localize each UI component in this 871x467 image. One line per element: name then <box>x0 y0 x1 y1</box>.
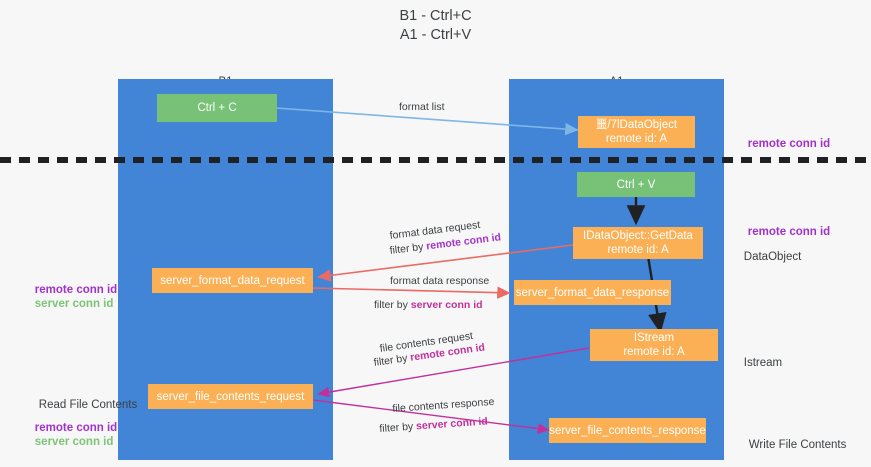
annotation-istream: Istream <box>731 342 782 384</box>
annotation-text: DataObject <box>743 251 802 263</box>
node-ctrl-c[interactable]: Ctrl + C <box>157 94 277 122</box>
annotation-text: remote conn id <box>34 422 118 434</box>
annotation-text: remote conn id <box>747 138 831 150</box>
node-ctrl-v-label: Ctrl + V <box>616 178 656 191</box>
node-server-file-contents-response[interactable]: server_file_contents_response <box>549 418 706 443</box>
annotation-text: Read File Contents <box>38 399 138 411</box>
annotation-text: remote conn id <box>34 284 118 296</box>
title-line-1: B1 - Ctrl+C <box>399 8 472 24</box>
diagram-subtitle: A1 - Ctrl+V <box>0 26 871 45</box>
edge-label-format-list-text: format list <box>399 101 445 113</box>
node-server-format-data-response[interactable]: server_format_data_response <box>514 280 671 305</box>
node-ctrl-c-label: Ctrl + C <box>197 102 237 114</box>
node-istream-line2: remote id: A <box>623 346 685 358</box>
annotation-text: Write File Contents <box>748 439 847 451</box>
annotation-remote-conn-id-mid: remote conn id <box>735 211 830 253</box>
annotation-left-server-conn-id-2: server conn id <box>22 421 114 463</box>
annotation-left-remote-conn-id: remote conn id <box>22 269 117 311</box>
node-istream-line1: IStream <box>633 332 675 344</box>
title-line-2: A1 - Ctrl+V <box>399 27 472 43</box>
filter-prefix: filter by <box>379 420 417 435</box>
edge-label-format-data-response: format data response <box>390 275 489 288</box>
annotation-left-server-conn-id: server conn id <box>22 283 114 325</box>
node-server-format-data-response-label: server_format_data_response <box>515 286 670 299</box>
node-server-file-contents-request[interactable]: server_file_contents_request <box>148 384 313 409</box>
phase-divider <box>0 157 871 163</box>
annotation-text: remote conn id <box>747 226 831 238</box>
node-server-format-data-request-label: server_format_data_request <box>160 274 305 287</box>
node-server-file-contents-response-label: server_file_contents_response <box>549 424 706 437</box>
edge-file-contents-request <box>317 347 590 398</box>
diagram-title: B1 - Ctrl+C <box>0 7 871 26</box>
node-idataobject-create-line2: remote id: A <box>605 133 668 145</box>
node-getdata-line2: remote id: A <box>607 244 669 256</box>
node-idataobject-create[interactable]: 噩/7lDataObject remote id: A <box>578 116 695 148</box>
node-istream[interactable]: IStream remote id: A <box>590 329 718 361</box>
annotation-dataobject: DataObject <box>731 236 802 278</box>
node-server-file-contents-request-label: server_file_contents_request <box>156 390 305 403</box>
filter-prefix: filter by <box>374 299 411 311</box>
edge-format-data-request <box>317 244 574 282</box>
node-idataobject-create-line1: 噩/7lDataObject <box>595 119 678 131</box>
annotation-write-file-contents: Write File Contents <box>736 424 847 466</box>
node-ctrl-v[interactable]: Ctrl + V <box>577 172 695 197</box>
edge-file-contents-response <box>312 399 550 435</box>
annotation-text: server conn id <box>34 298 114 310</box>
annotation-left-remote-conn-id-2: remote conn id <box>22 407 117 449</box>
node-getdata-line1: IDataObject::GetData <box>583 230 693 242</box>
node-server-format-data-request[interactable]: server_format_data_request <box>152 268 313 293</box>
edge-label-format-list: format list <box>399 101 445 114</box>
annotation-remote-conn-id-top: remote conn id <box>735 123 830 165</box>
filter-key-server-conn-id: server conn id <box>410 299 483 311</box>
node-getdata[interactable]: IDataObject::GetData remote id: A <box>573 227 703 259</box>
edge-label-format-data-response-filter: filter by server conn id <box>374 299 483 312</box>
edge-label-format-data-response-text: format data response <box>390 275 490 287</box>
annotation-read-file-contents: Read File Contents <box>26 384 137 426</box>
annotation-text: server conn id <box>34 436 114 448</box>
annotation-text: Istream <box>743 357 783 369</box>
edge-format-list <box>275 107 579 136</box>
edge-format-data-response <box>312 286 511 299</box>
